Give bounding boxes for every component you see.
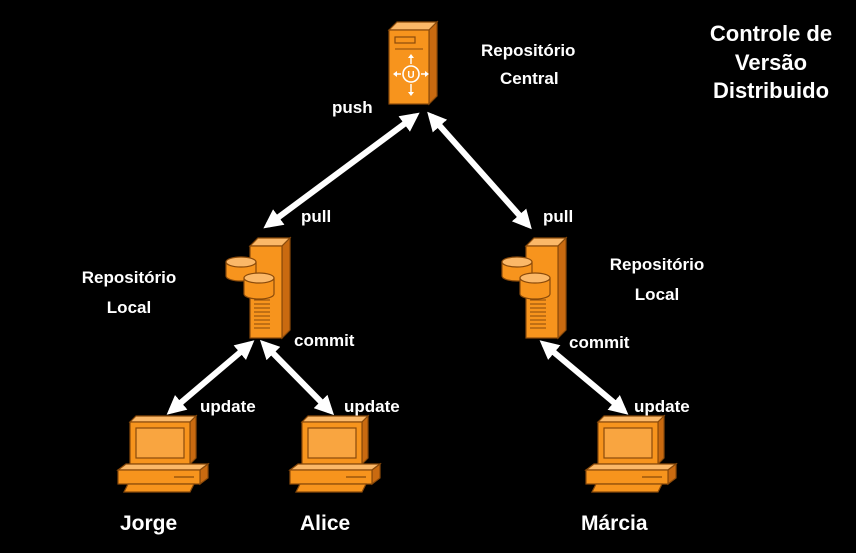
central-repository-label: Repositório Central: [481, 37, 575, 93]
edge-label-commit-right: commit: [569, 333, 630, 352]
edge-label-update-jorge: update: [200, 397, 256, 416]
edge-label-pull-right: pull: [543, 207, 574, 226]
edge-label-commit-left: commit: [294, 331, 355, 350]
computer-marcia-icon: [585, 415, 677, 493]
central-repository-label-line-2: Central: [500, 69, 559, 88]
edge-label-pull-left: pull: [301, 207, 332, 226]
title-line-3: Distribuido: [712, 78, 830, 104]
diagram-title: Controle de Versão Distribuido: [700, 20, 842, 106]
arrow-push-pull-left: [263, 112, 420, 229]
central-repository-icon: [388, 21, 438, 105]
local-repository-right-icon: [501, 237, 567, 339]
user-name-jorge: Jorge: [120, 512, 178, 535]
user-name-marcia: Márcia: [581, 512, 648, 535]
title-line-1: Controle de: [709, 21, 833, 46]
computer-alice-icon: [289, 415, 381, 493]
arrow-update-marcia: [539, 340, 629, 415]
central-repository-label-line-1: Repositório: [481, 41, 576, 60]
edge-label-push: push: [332, 98, 373, 117]
computer-jorge-icon: [117, 415, 209, 493]
edge-label-update-marcia: update: [634, 397, 690, 416]
local-repository-left-label-line-1: Repositório: [81, 268, 177, 287]
local-repository-left-icon: [225, 237, 291, 339]
arrow-update-jorge: [166, 340, 255, 415]
local-repository-right-label: Repositório Local: [594, 250, 720, 310]
local-repository-right-label-line-2: Local: [634, 285, 680, 304]
local-repository-left-label-line-2: Local: [106, 298, 152, 317]
local-repository-right-label-line-1: Repositório: [609, 255, 705, 274]
local-repository-left-label: Repositório Local: [66, 263, 192, 323]
arrow-push-pull-right: [427, 111, 532, 230]
edge-label-update-alice: update: [344, 397, 400, 416]
arrow-update-alice: [259, 339, 335, 416]
title-line-2: Versão: [734, 49, 808, 75]
user-name-alice: Alice: [300, 512, 351, 535]
